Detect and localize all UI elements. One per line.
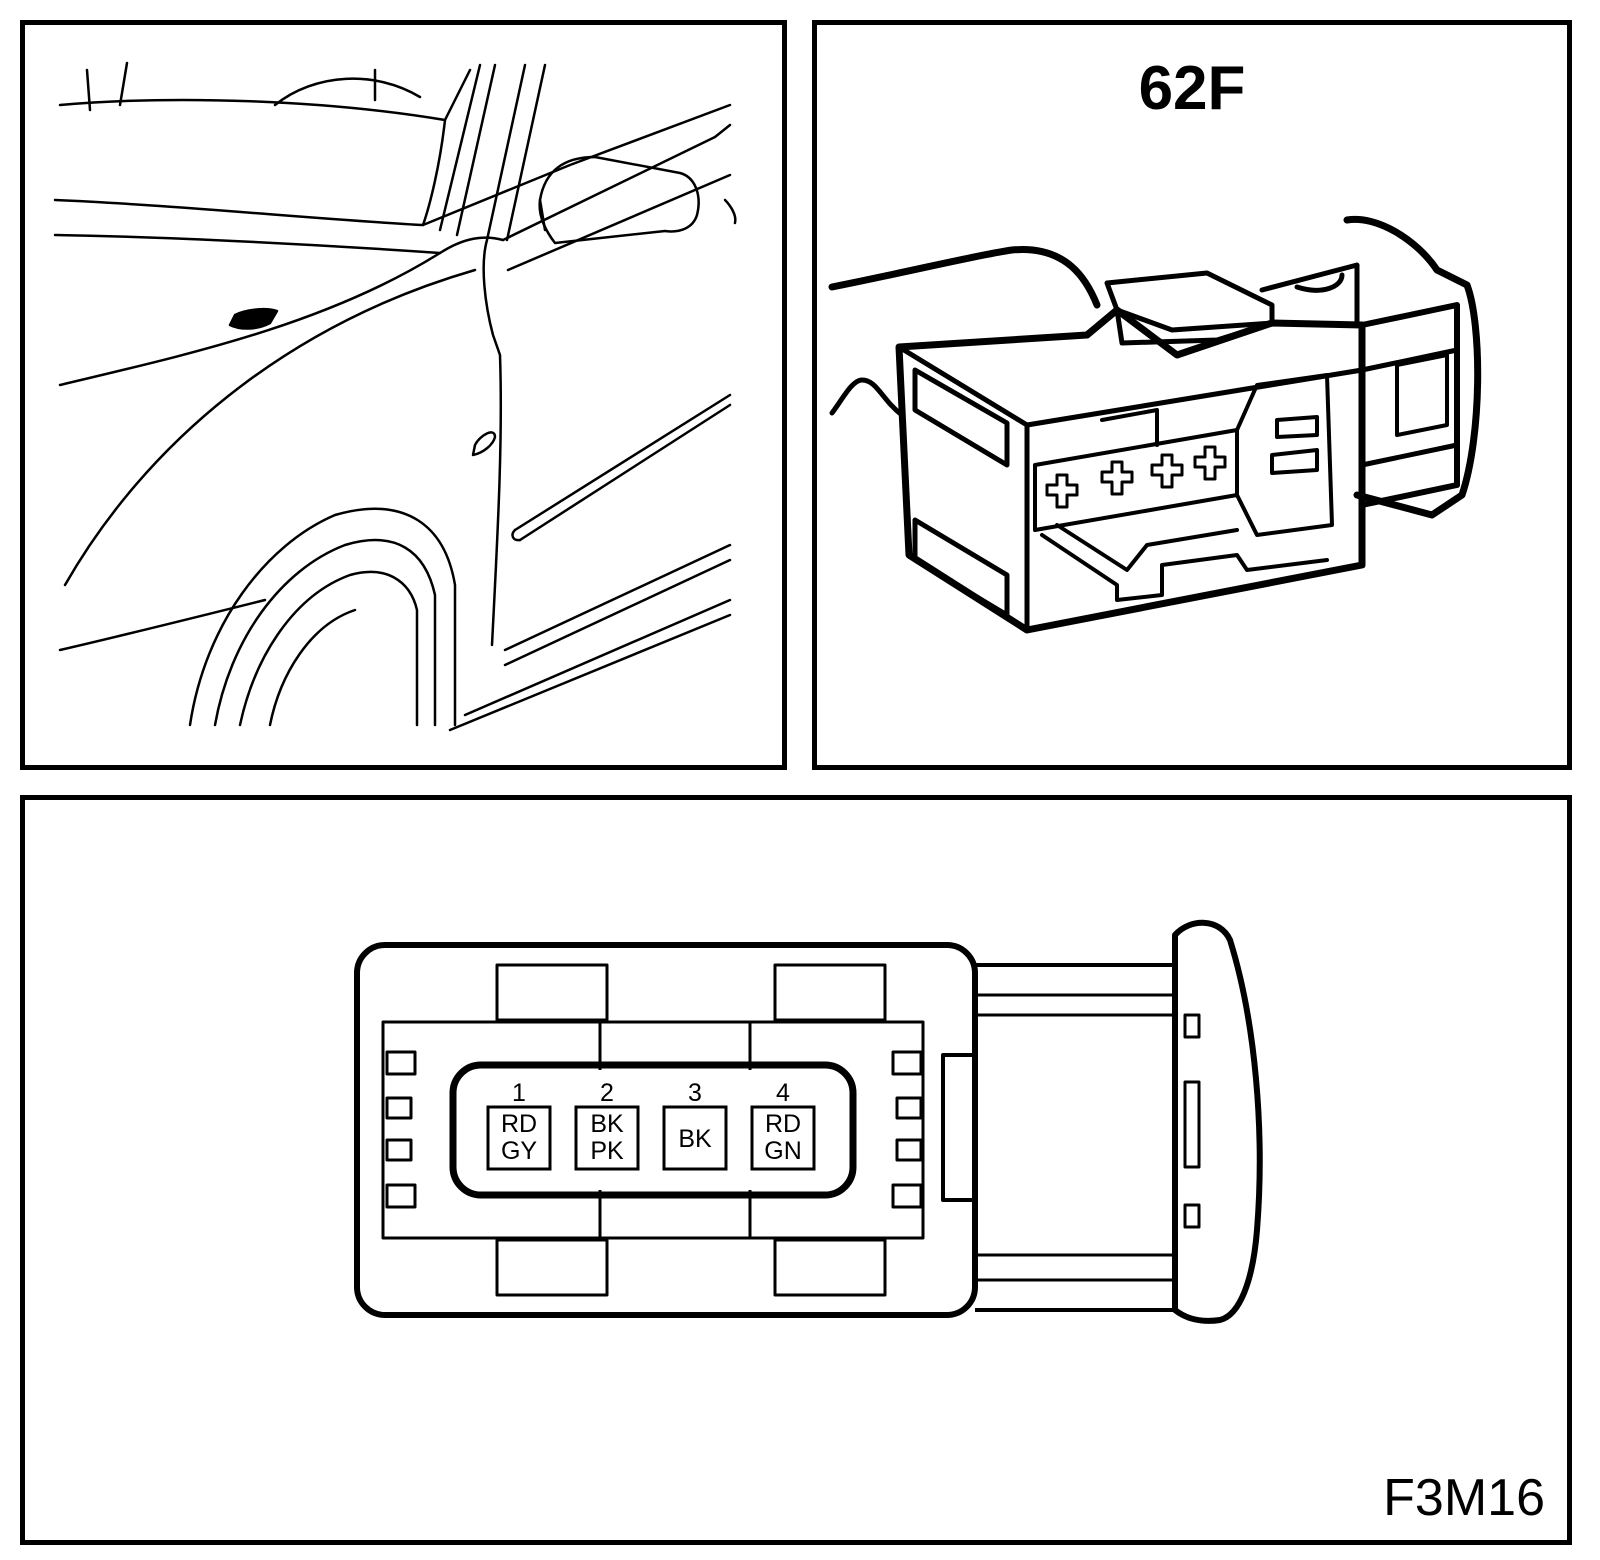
pin-terminal-4 — [750, 1105, 816, 1171]
pin-terminal-1 — [486, 1105, 552, 1171]
terminal-cavity — [449, 1061, 857, 1199]
connector-isometric-illustration — [828, 215, 1482, 634]
pin-1-wire-color: GY — [501, 1137, 537, 1165]
pin-terminal-2 — [574, 1105, 640, 1171]
pin-3-wire-color: BK — [678, 1125, 712, 1153]
vehicle-side-illustration — [53, 61, 737, 732]
pin-number-4: 4 — [776, 1079, 790, 1107]
connector-view-panel: 62F — [812, 20, 1572, 770]
connector-housing — [354, 942, 978, 1318]
vehicle-location-panel — [20, 20, 787, 770]
pin-number-3: 3 — [688, 1079, 702, 1107]
pin-4-wire-color: GN — [764, 1137, 802, 1165]
pin-number-2: 2 — [600, 1079, 614, 1107]
pin-terminal-3 — [662, 1105, 728, 1171]
pin-2-wire-color: BK — [590, 1110, 624, 1138]
diagram-code-label: F3M16 — [1383, 1469, 1545, 1527]
pin-1-wire-color: RD — [501, 1110, 537, 1138]
connector-id-label: 62F — [1138, 54, 1246, 123]
pin-2-wire-color: PK — [590, 1137, 624, 1165]
pin-number-1: 1 — [512, 1079, 526, 1107]
pin-4-wire-color: RD — [765, 1110, 801, 1138]
